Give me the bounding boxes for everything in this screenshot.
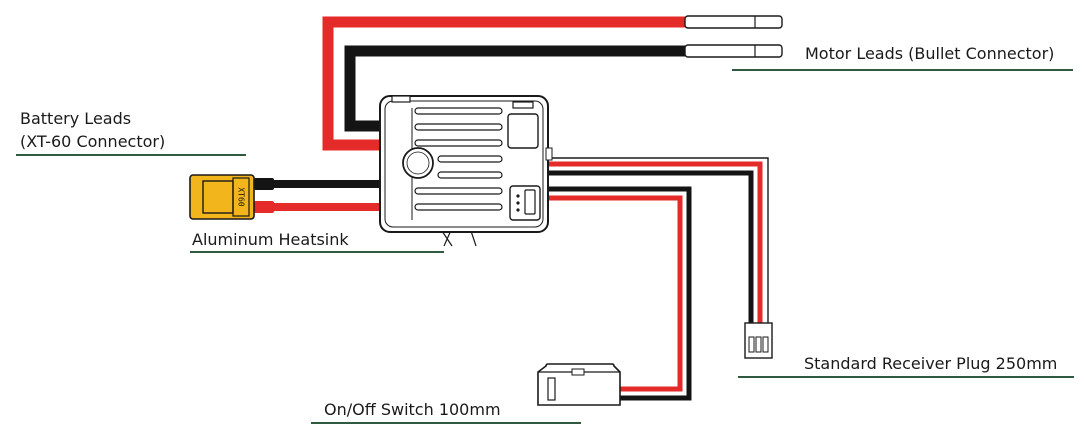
switch-lead-black-wire bbox=[540, 186, 692, 401]
motor-leads-label: Motor Leads (Bullet Connector) bbox=[805, 44, 1055, 63]
xt60-connector-text: XT60 bbox=[237, 187, 246, 206]
aluminum-heatsink-fins bbox=[411, 107, 503, 220]
switch-leads bbox=[537, 186, 692, 406]
receiver-lead-red-wire bbox=[548, 161, 763, 325]
receiver-plug-underline bbox=[738, 376, 1074, 378]
battery-leads-label-line1: Battery Leads bbox=[20, 109, 132, 128]
motor-leads bbox=[322, 15, 783, 151]
capacitor-round bbox=[402, 147, 434, 179]
motor-leads-underline bbox=[732, 69, 1073, 71]
motor-lead-red-wire bbox=[322, 16, 686, 151]
receiver-lead-black-wire bbox=[548, 170, 754, 325]
bullet-connector-black bbox=[684, 44, 783, 58]
motor-lead-black-wire bbox=[344, 45, 686, 132]
on-off-switch bbox=[537, 363, 621, 406]
heatsink-underline bbox=[190, 251, 444, 253]
led-window bbox=[507, 113, 539, 149]
switch-underline bbox=[311, 422, 581, 424]
xt60-connector-body bbox=[189, 174, 255, 220]
heatsink-label: Aluminum Heatsink bbox=[192, 230, 349, 249]
battery-leads-underline bbox=[16, 154, 246, 156]
bullet-connector-red bbox=[684, 15, 783, 29]
battery-leads-label-line2: (XT-60 Connector) bbox=[20, 132, 166, 151]
switch-label: On/Off Switch 100mm bbox=[324, 400, 501, 419]
esc-unit bbox=[379, 95, 553, 247]
receiver-plug-label: Standard Receiver Plug 250mm bbox=[804, 354, 1058, 373]
switch-lead-red-wire bbox=[540, 195, 683, 392]
receiver-leads bbox=[548, 157, 773, 359]
battery-leads: XT60 bbox=[189, 174, 382, 220]
program-port bbox=[524, 189, 536, 215]
